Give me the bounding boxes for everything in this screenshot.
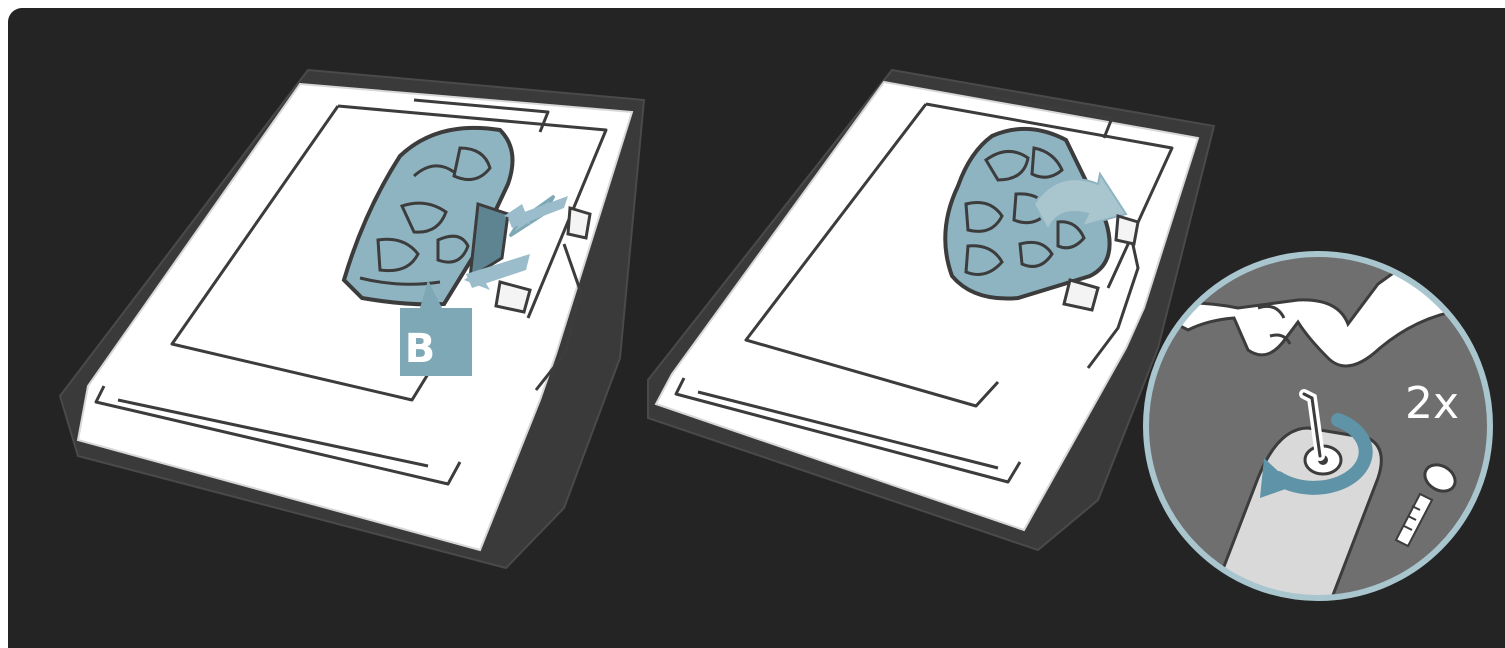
step2-illustration [648, 70, 1214, 550]
screw-count-label: 2x [1405, 378, 1459, 429]
screw-detail: 2x [1146, 248, 1490, 608]
illustration-canvas: B [8, 8, 1505, 648]
instruction-illustration: B [8, 8, 1505, 648]
step2-tv-back [656, 82, 1198, 530]
step1-illustration: B [60, 70, 644, 568]
badge-label-b: B [405, 326, 436, 372]
